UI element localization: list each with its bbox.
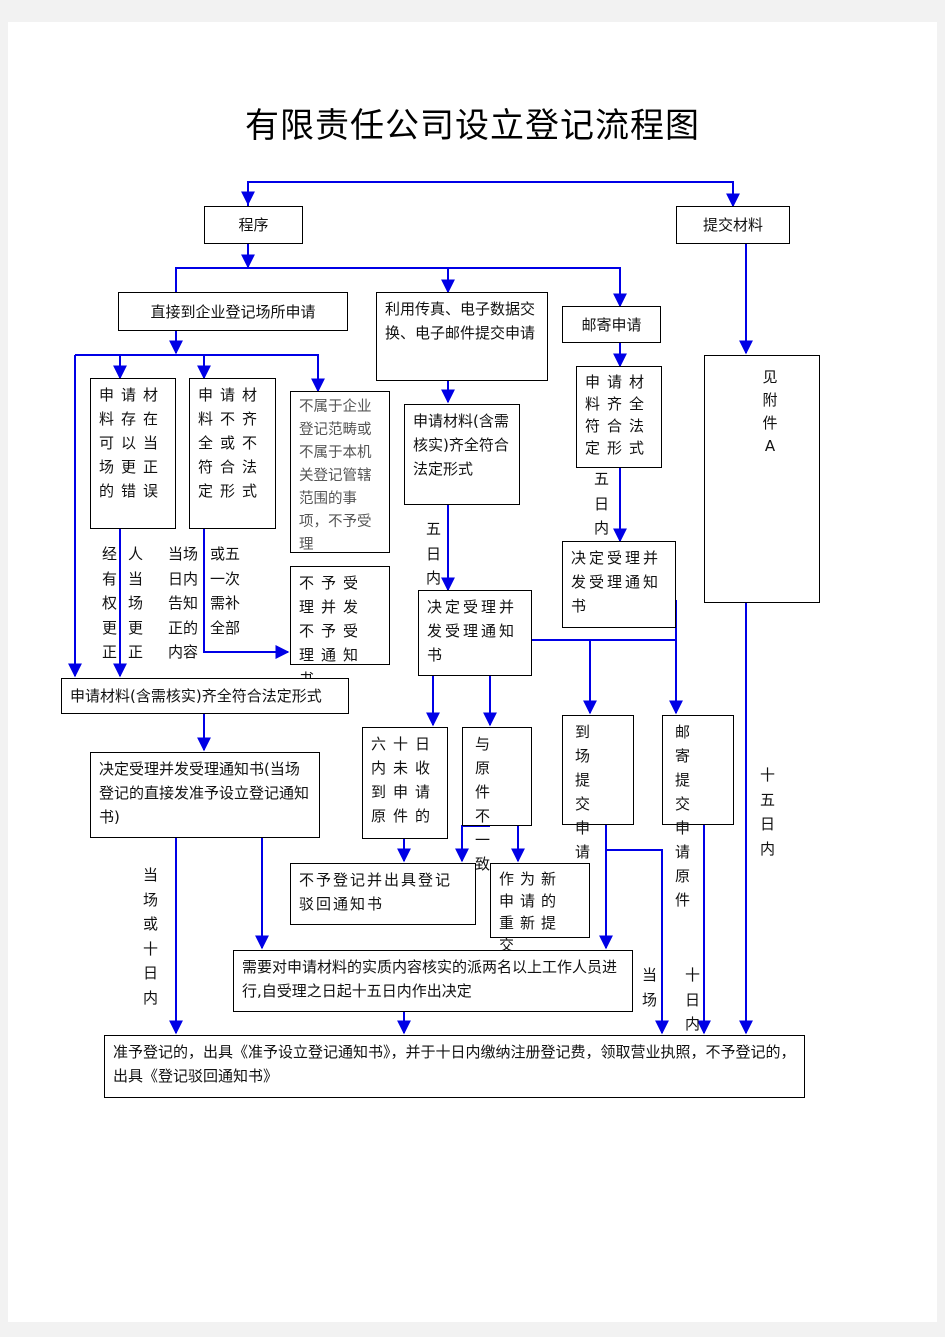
incomplete-box: 申请材料不齐全或不符合法定形式 — [189, 378, 276, 529]
page-title: 有限责任公司设立登记流程图 — [245, 106, 700, 146]
all-complete-box: 申请材料(含需核实)齐全符合法定形式 — [61, 678, 349, 714]
fax-apply-box: 利用传真、电子数据交换、电子邮件提交申请 — [376, 292, 548, 381]
materials-box: 提交材料 — [676, 206, 790, 244]
fax-accept-box: 决定受理并发受理通知书 — [418, 590, 532, 676]
final-box: 准予登记的，出具《准予设立登记通知书》，并于十日内缴纳注册登记费，领取营业执照，… — [104, 1035, 805, 1098]
not-in-scope-box: 不属于企业登记范畴或不属于本机关登记管辖范围的事项，不予受理 — [290, 391, 390, 553]
ten-days-label: 十 日 内 — [685, 966, 701, 1033]
fifteen-days-label: 十 五 日 内 — [760, 766, 776, 858]
onsite-submit-box: 到场提交申请原件 — [562, 715, 634, 909]
see-attachment-box: 见 附 件 A — [704, 355, 820, 603]
accept-direct-box: 决定受理并发受理通知书(当场登记的直接发准予设立登记通知书) — [90, 752, 320, 838]
applicant-correct-label: 经人 有当 权场 更更 正正 — [102, 545, 155, 661]
onsite-or-ten-label: 当 场 或 十 日 内 — [143, 866, 159, 1007]
mail-submit-box: 邮寄提交申请原件 — [662, 715, 734, 909]
verify-box: 需要对申请材料的实质内容核实的派两名以上工作人员进行,自受理之日起十五日内作出决… — [233, 950, 633, 1012]
five-days-fax-label: 五 日 内 — [426, 520, 442, 587]
as-new-box: 作为新申请的重新提交 — [490, 863, 590, 954]
reject-notice-box: 不予受理并发不予受理通知书 — [290, 566, 390, 688]
correctable-errors-box: 申请材料存在可以当场更正的错误 — [90, 378, 176, 529]
sixty-days-box: 六十日内未收到申请原件的 — [362, 727, 448, 839]
mail-apply-box: 邮寄申请 — [562, 306, 661, 343]
direct-apply-box: 直接到企业登记场所申请 — [118, 292, 348, 331]
see-attachment-text: 见 附 件 A — [762, 368, 778, 455]
notice-once-label: 当场 日内 告知 正的 内容 — [168, 545, 199, 661]
mismatch-box: 与原件不一致 — [462, 727, 532, 873]
five-days-mail-label: 五 日 内 — [594, 470, 610, 537]
fax-complete-box: 申请材料(含需核实)齐全符合法定形式 — [404, 404, 520, 505]
onsite-label: 当 场 — [642, 966, 658, 1009]
mail-accept-box: 决定受理并发受理通知书 — [562, 541, 676, 628]
procedure-box: 程序 — [204, 206, 303, 244]
reject-registration-box: 不予登记并出具登记驳回通知书 — [290, 863, 476, 925]
or-five-label: 或五 一次 需补 全部 — [210, 545, 241, 637]
mail-complete-box: 申请材料齐全符合法定形式 — [576, 366, 662, 468]
